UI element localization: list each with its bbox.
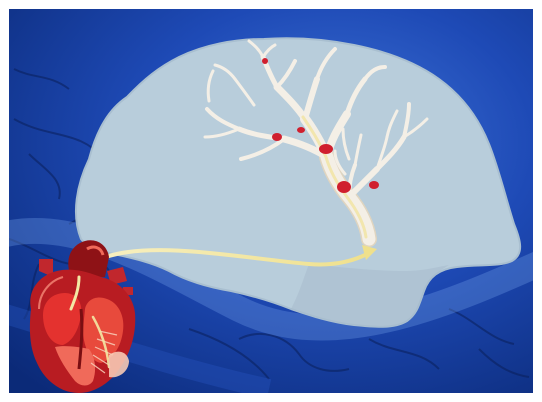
clot-5 (369, 181, 379, 189)
clot-4 (337, 181, 351, 193)
illustration-svg (9, 9, 533, 393)
clot-6 (262, 58, 268, 64)
circulation-illustration (9, 9, 533, 393)
clot-1 (319, 144, 333, 154)
clot-3 (297, 127, 305, 133)
clot-2 (272, 133, 282, 141)
